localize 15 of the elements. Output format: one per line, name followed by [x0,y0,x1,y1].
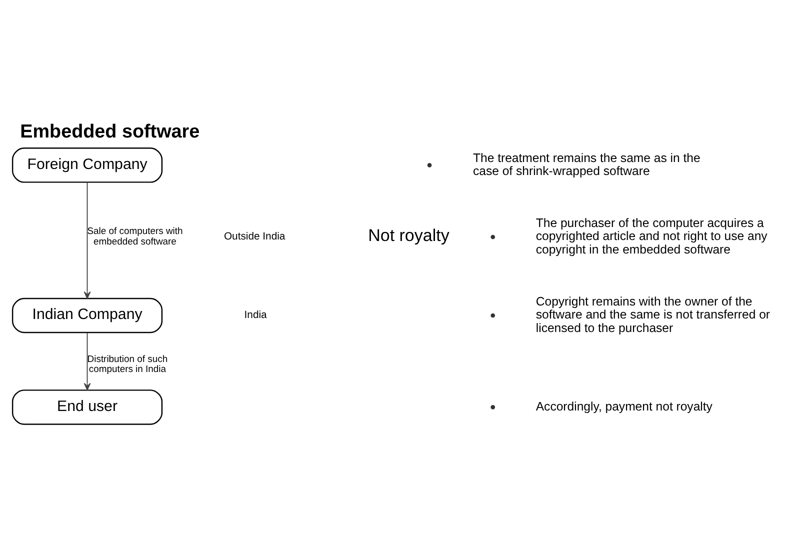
label: Copyright remains with the owner of the software and the same is not transferred or licensed to the purchaser [536,294,770,334]
node-box: Indian Company [12,297,163,333]
label: Outside India [224,231,286,242]
edge-label: Distribution of such computers in India [87,353,168,375]
arrow [84,332,91,390]
arrow [84,181,91,298]
label: India [244,310,267,321]
label: Not royalty [368,226,450,245]
label: The purchaser of the computer acquires a copyrighted article and not right to use any copyright in the embedded software [536,215,768,256]
node-box: Foreign Company [12,147,163,182]
label: The treatment remains the same as in the case of shrink-wrapped software [473,150,700,178]
diagram-title: Embedded software [20,121,200,142]
node-box: End user [12,389,163,424]
label: Accordingly, payment not royalty [536,398,712,413]
edge-label: Sale of computers with embedded software [87,226,183,248]
